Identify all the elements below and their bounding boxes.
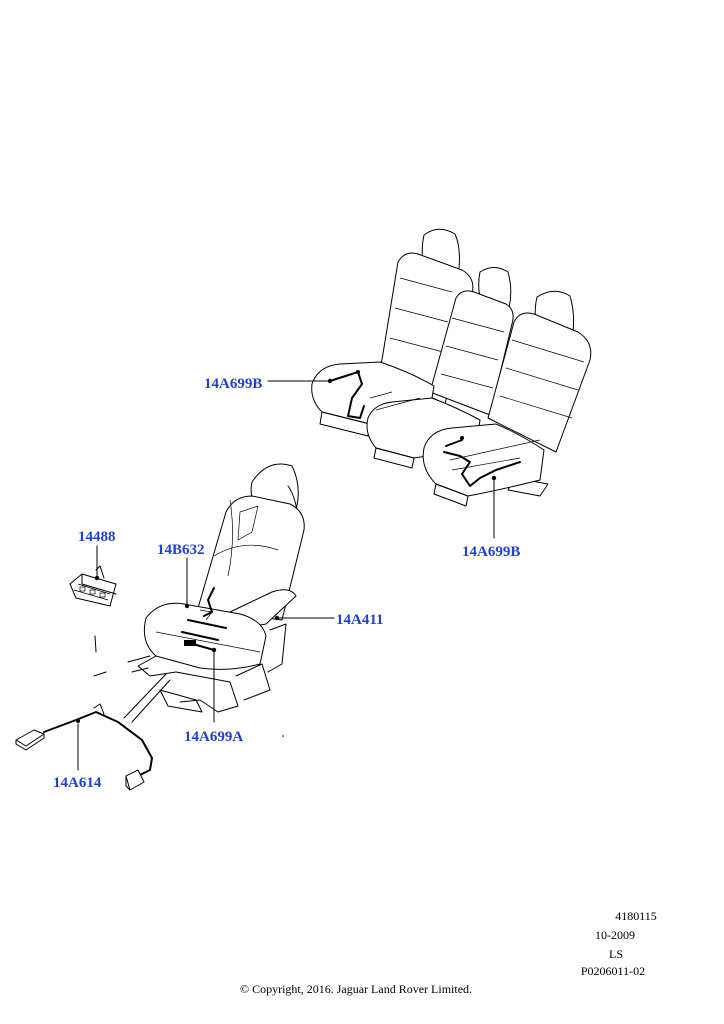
jumper-lead-14a614 [15,673,171,791]
callout-14488: 14488 [78,529,116,545]
callout-14b632: 14B632 [157,542,205,558]
callout-14a699b-left: 14A699B [204,376,262,392]
rear-bench-seat [311,228,592,507]
front-seat [127,463,305,713]
callout-14a699a: 14A699A [184,729,243,745]
callout-14a614: 14A614 [53,775,102,791]
region-code: LS [609,947,623,961]
seat-module-14488 [69,565,117,677]
ref-number: 4180115 [615,909,657,923]
leader-lines [77,378,497,771]
copyright: © Copyright, 2016. Jaguar Land Rover Lim… [240,982,472,996]
part-ref: P0206011-02 [581,964,645,978]
date-code: 10-2009 [595,928,635,942]
callout-14a411: 14A411 [336,612,384,628]
callout-14a699b-right: 14A699B [462,544,520,560]
